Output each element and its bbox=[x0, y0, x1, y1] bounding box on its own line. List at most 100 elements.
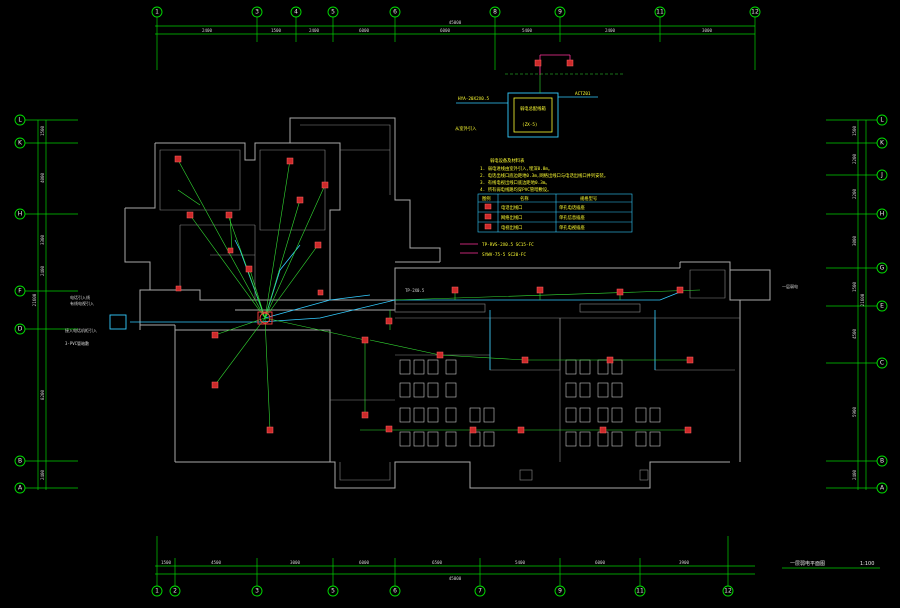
axis-bubble-bottom: 6 bbox=[389, 585, 401, 597]
svg-text:5400: 5400 bbox=[522, 28, 533, 33]
left-dimension-text: 1500 4000 3300 2400 8200 2400 21600 bbox=[32, 125, 45, 480]
svg-text:有线电视引入: 有线电视引入 bbox=[70, 300, 94, 306]
svg-text:1500: 1500 bbox=[40, 125, 45, 136]
svg-text:A: A bbox=[880, 485, 885, 492]
axis-bubble-top: 1 bbox=[151, 6, 163, 18]
axis-bubble-top: 12 bbox=[749, 6, 761, 18]
axis-bubble-top: 6 bbox=[389, 6, 401, 18]
svg-text:3000: 3000 bbox=[290, 560, 301, 565]
svg-text:H: H bbox=[18, 211, 23, 218]
svg-text:6000: 6000 bbox=[359, 560, 370, 565]
axis-bubble-left: F bbox=[14, 285, 26, 297]
axis-bubble-bottom: 5 bbox=[327, 585, 339, 597]
svg-text:2400: 2400 bbox=[852, 469, 857, 480]
axis-bubble-bottom: 3 bbox=[251, 585, 263, 597]
svg-text:1500: 1500 bbox=[852, 281, 857, 292]
svg-text:6000: 6000 bbox=[440, 28, 451, 33]
svg-text:H: H bbox=[880, 211, 885, 218]
svg-text:(ZX-5): (ZX-5) bbox=[522, 122, 538, 128]
axis-bubble-left: A bbox=[14, 482, 26, 494]
cyan-trunk-wiring bbox=[130, 239, 681, 370]
svg-text:1: 1 bbox=[155, 588, 159, 595]
axis-bubble-right: A bbox=[876, 482, 888, 494]
svg-text:从室外引入: 从室外引入 bbox=[455, 125, 477, 132]
axis-bubble-bottom: 12 bbox=[722, 585, 734, 597]
svg-text:K: K bbox=[880, 140, 885, 147]
svg-text:图例: 图例 bbox=[482, 195, 491, 202]
axis-bubble-left: H bbox=[14, 208, 26, 220]
svg-text:2400: 2400 bbox=[605, 28, 616, 33]
svg-text:3000: 3000 bbox=[852, 235, 857, 246]
svg-text:21600: 21600 bbox=[32, 293, 37, 306]
axis-bubble-left: D bbox=[14, 323, 26, 335]
outlet-devices bbox=[174, 155, 694, 434]
svg-text:B: B bbox=[18, 458, 22, 465]
right-dimension-text: 1500 2200 2200 3000 1500 4500 5900 2400 … bbox=[852, 125, 865, 480]
axis-bubble-right: C bbox=[876, 357, 888, 369]
bottom-dimension-text: 45000 1500 4500 3000 6000 6500 5400 6000… bbox=[161, 560, 690, 581]
right-axis-bubbles: L K J H G E C B A bbox=[876, 114, 888, 494]
legend-block: 弱电设备及材料表 1. 弱电进线由室外引入,埋深0.8m。 2. 电话出线口底边… bbox=[477, 157, 633, 258]
svg-text:6: 6 bbox=[393, 9, 397, 16]
svg-text:1:100: 1:100 bbox=[860, 561, 874, 567]
axis-bubble-right: G bbox=[876, 262, 888, 274]
svg-text:4: 4 bbox=[294, 9, 298, 16]
axis-bubble-right: L bbox=[876, 114, 888, 126]
svg-text:4500: 4500 bbox=[211, 560, 222, 565]
incoming-cable-callout: 电话引入线 有线电视引入 接入电话机柜引入 3-PVC管暗敷 bbox=[65, 294, 127, 346]
svg-text:单孔电话插座: 单孔电话插座 bbox=[559, 204, 585, 211]
svg-text:45000: 45000 bbox=[449, 576, 462, 581]
title-block: 一层弱电平面图 1:100 bbox=[782, 560, 880, 569]
svg-text:1500: 1500 bbox=[852, 125, 857, 136]
left-axis-bubbles: L K H F D B A bbox=[14, 114, 26, 494]
svg-text:4500: 4500 bbox=[852, 328, 857, 339]
svg-text:一层弱电平面图: 一层弱电平面图 bbox=[790, 560, 825, 567]
axis-bubble-right: E bbox=[876, 300, 888, 312]
svg-text:E: E bbox=[880, 303, 884, 310]
axis-bubble-right: B bbox=[876, 455, 888, 467]
svg-text:2. 电话出线口底边距地0.3m,网络出线口与电话出线口并列: 2. 电话出线口底边距地0.3m,网络出线口与电话出线口并列安装。 bbox=[480, 172, 608, 179]
misc-labels: TP-2X0.5 一层弱电 bbox=[405, 283, 798, 293]
svg-text:F: F bbox=[18, 288, 22, 295]
svg-text:K: K bbox=[18, 140, 23, 147]
svg-text:1: 1 bbox=[155, 9, 159, 16]
axis-bubble-bottom: 2 bbox=[169, 585, 181, 597]
svg-text:9: 9 bbox=[558, 588, 562, 595]
svg-text:HYA-20X2X0.5: HYA-20X2X0.5 bbox=[458, 96, 489, 102]
axis-bubble-bottom: 7 bbox=[474, 585, 486, 597]
panel-detail: 弱电总配线箱 (ZX-5) ACTZ01 HYA-20X2X0.5 从室外引入 bbox=[455, 54, 625, 138]
bottom-axis-bubbles: 1 2 3 5 6 7 9 11 12 bbox=[151, 585, 734, 597]
svg-text:8200: 8200 bbox=[40, 389, 45, 400]
svg-text:1500: 1500 bbox=[161, 560, 172, 565]
axis-bubble-left: L bbox=[14, 114, 26, 126]
green-branch-wiring bbox=[177, 159, 701, 431]
axis-bubble-top: 4 bbox=[290, 6, 302, 18]
svg-text:3-PVC管暗敷: 3-PVC管暗敷 bbox=[65, 340, 89, 346]
svg-text:单孔电视插座: 单孔电视插座 bbox=[559, 224, 585, 231]
svg-text:J: J bbox=[880, 172, 883, 179]
svg-text:4000: 4000 bbox=[40, 172, 45, 183]
svg-text:一层弱电: 一层弱电 bbox=[782, 283, 798, 289]
svg-text:2200: 2200 bbox=[852, 153, 857, 164]
svg-text:接入电话机柜引入: 接入电话机柜引入 bbox=[65, 327, 97, 333]
svg-text:2: 2 bbox=[173, 588, 177, 595]
axis-bubble-left: B bbox=[14, 455, 26, 467]
svg-text:11: 11 bbox=[656, 9, 664, 16]
svg-text:3: 3 bbox=[255, 9, 259, 16]
svg-text:3: 3 bbox=[255, 588, 259, 595]
svg-text:2400: 2400 bbox=[40, 469, 45, 480]
svg-text:4. 所有弱电线路均穿PVC管暗敷设。: 4. 所有弱电线路均穿PVC管暗敷设。 bbox=[480, 186, 551, 193]
svg-text:6: 6 bbox=[393, 588, 397, 595]
svg-text:L: L bbox=[880, 117, 884, 124]
svg-text:3300: 3300 bbox=[40, 234, 45, 245]
svg-text:A: A bbox=[18, 485, 23, 492]
svg-text:电话出线口: 电话出线口 bbox=[501, 204, 522, 211]
svg-text:2200: 2200 bbox=[852, 188, 857, 199]
magenta-feed-wiring bbox=[460, 243, 478, 254]
axis-bubble-right: K bbox=[876, 137, 888, 149]
svg-text:3000: 3000 bbox=[702, 28, 713, 33]
svg-text:5400: 5400 bbox=[515, 560, 526, 565]
svg-text:G: G bbox=[880, 265, 885, 272]
svg-text:5900: 5900 bbox=[852, 406, 857, 417]
